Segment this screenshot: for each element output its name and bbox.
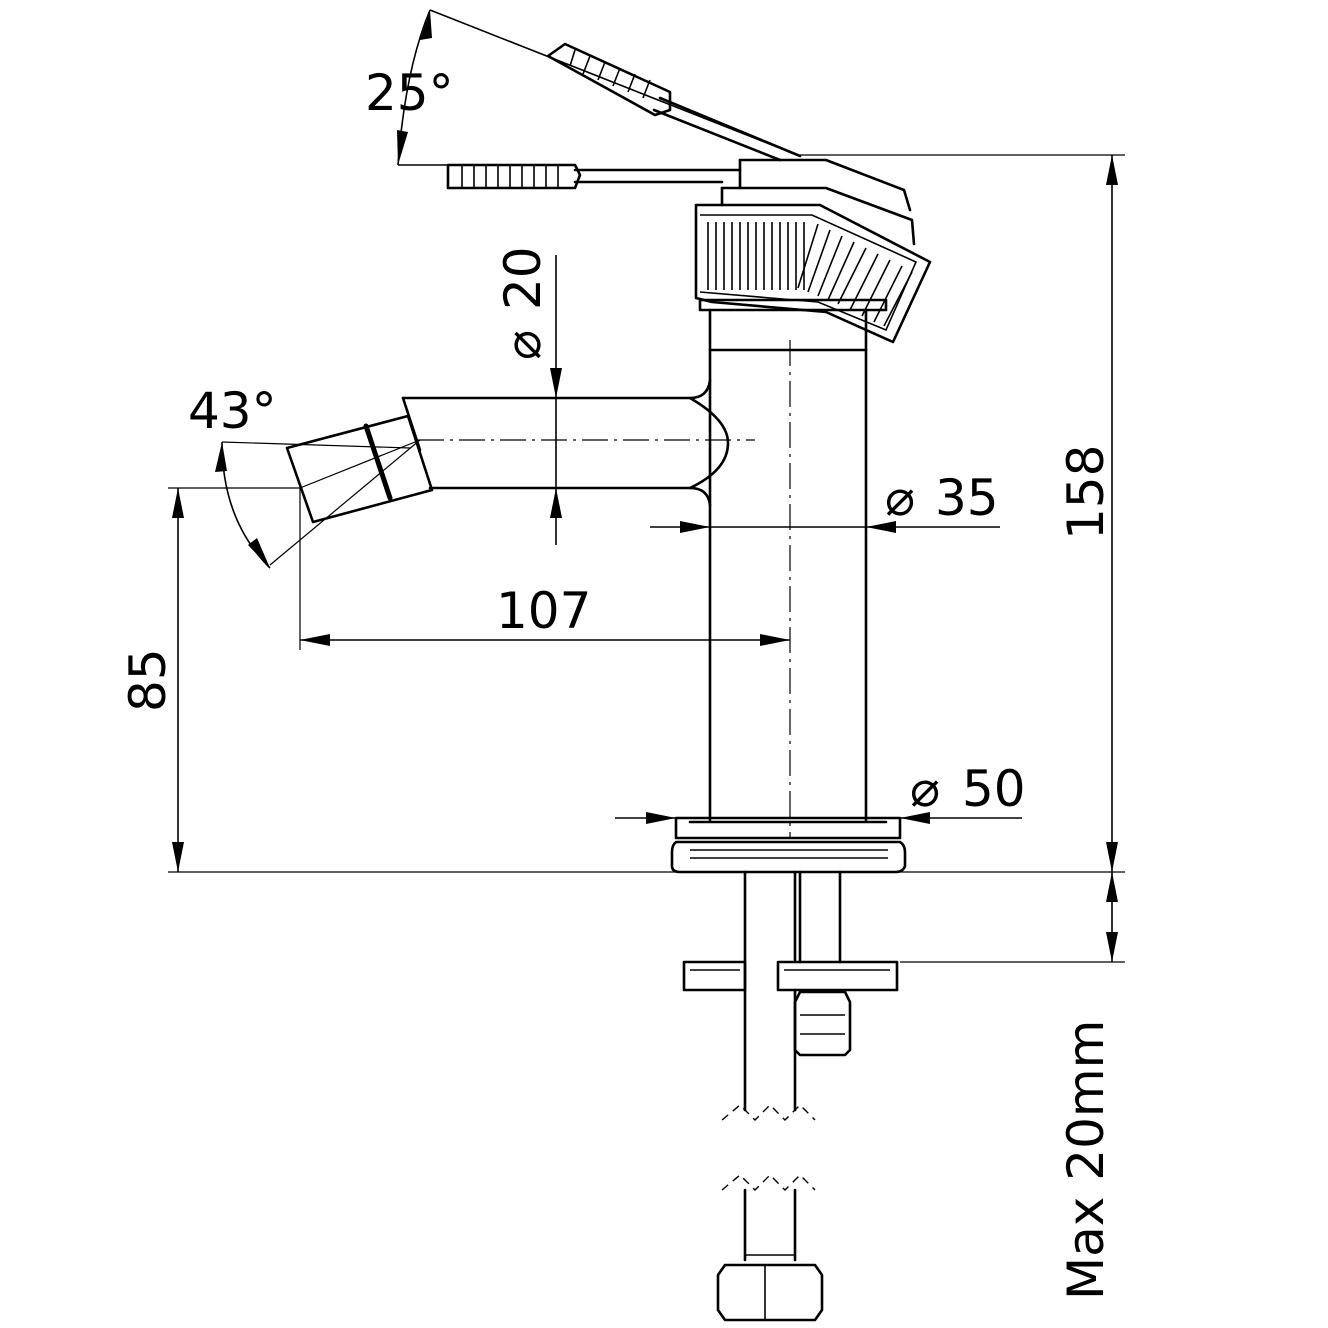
body-diameter-label: 35 xyxy=(935,469,999,527)
base-diameter-symbol: ⌀ xyxy=(910,760,940,818)
base-diameter-label: 50 xyxy=(962,760,1026,818)
spout xyxy=(221,378,755,566)
lever-angle-label: 25° xyxy=(365,64,454,122)
spout-diameter-symbol: ⌀ xyxy=(494,330,552,360)
faucet-base xyxy=(670,816,907,874)
body-diameter-symbol: ⌀ xyxy=(885,469,915,527)
faucet-body xyxy=(698,298,888,838)
dimension-labels: 25° ⌀ 20 43° ⌀ 35 158 107 85 ⌀ 50 Max 20… xyxy=(119,64,1115,1300)
spout-height-label: 85 xyxy=(119,648,177,712)
spray-angle-label: 43° xyxy=(188,382,277,440)
knurling xyxy=(707,222,913,327)
total-height-label: 158 xyxy=(1057,445,1115,540)
max-thickness-label: Max 20mm xyxy=(1057,1020,1115,1300)
lever-handle xyxy=(446,42,932,344)
spout-diameter-label: 20 xyxy=(494,246,552,310)
spout-reach-label: 107 xyxy=(496,582,591,640)
dimension-lines xyxy=(168,9,1125,963)
mounting-hardware xyxy=(682,870,899,1322)
